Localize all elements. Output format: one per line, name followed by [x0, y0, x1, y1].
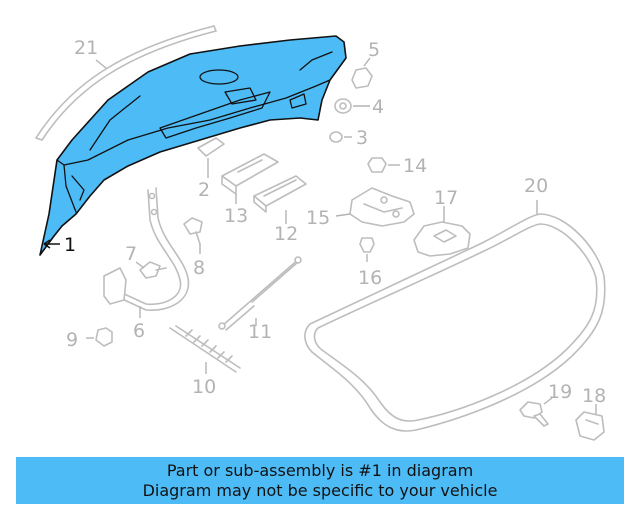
callout-10: 10 [192, 376, 216, 398]
callout-21: 21 [74, 37, 98, 59]
part-19-bumper [519, 397, 553, 427]
part-20-seal [304, 200, 606, 432]
callout-9: 9 [66, 329, 78, 351]
part-16-bumper [359, 237, 375, 262]
callout-17: 17 [434, 187, 458, 209]
part-13-lamp [221, 153, 279, 204]
info-banner: Part or sub-assembly is #1 in diagram Di… [16, 457, 624, 504]
callout-4: 4 [372, 96, 384, 118]
part-21-strip [35, 25, 217, 141]
part-3-clip [329, 131, 352, 143]
callout-11: 11 [248, 321, 272, 343]
part-1-trunk-lid[interactable] [39, 35, 347, 256]
callout-19: 19 [548, 381, 572, 403]
callout-12: 12 [274, 223, 298, 245]
part-15-latch [335, 187, 415, 227]
callout-5: 5 [368, 39, 380, 61]
parts-diagram: 1 2 3 4 5 6 7 8 9 10 11 12 13 14 15 16 1… [35, 25, 606, 441]
part-8-bolt [183, 217, 203, 254]
banner-line-2: Diagram may not be specific to your vehi… [142, 480, 498, 500]
callout-2: 2 [198, 179, 210, 201]
callout-7: 7 [125, 243, 137, 265]
part-6-hinge [103, 187, 190, 318]
callout-3: 3 [356, 127, 368, 149]
callout-6: 6 [133, 320, 145, 342]
callout-20: 20 [524, 175, 548, 197]
part-17-cover [413, 206, 471, 257]
callout-14: 14 [403, 155, 427, 177]
callout-15: 15 [306, 207, 330, 229]
part-11-strut [218, 256, 302, 331]
part-5-bumper [351, 57, 373, 89]
callout-16: 16 [358, 267, 382, 289]
part-12-handle [253, 175, 307, 224]
part-18-clip [575, 404, 605, 441]
callout-18: 18 [582, 385, 606, 407]
callout-1: 1 [64, 234, 76, 256]
part-10-spring [169, 325, 241, 374]
callout-13: 13 [224, 205, 248, 227]
part-7-bolt [135, 261, 167, 279]
callout-8: 8 [193, 257, 205, 279]
part-14-nut [367, 157, 400, 173]
part-2-bracket [197, 137, 225, 178]
banner-line-1: Part or sub-assembly is #1 in diagram [166, 460, 474, 480]
part-9-clip [86, 327, 113, 347]
part-4-grommet [334, 98, 370, 114]
